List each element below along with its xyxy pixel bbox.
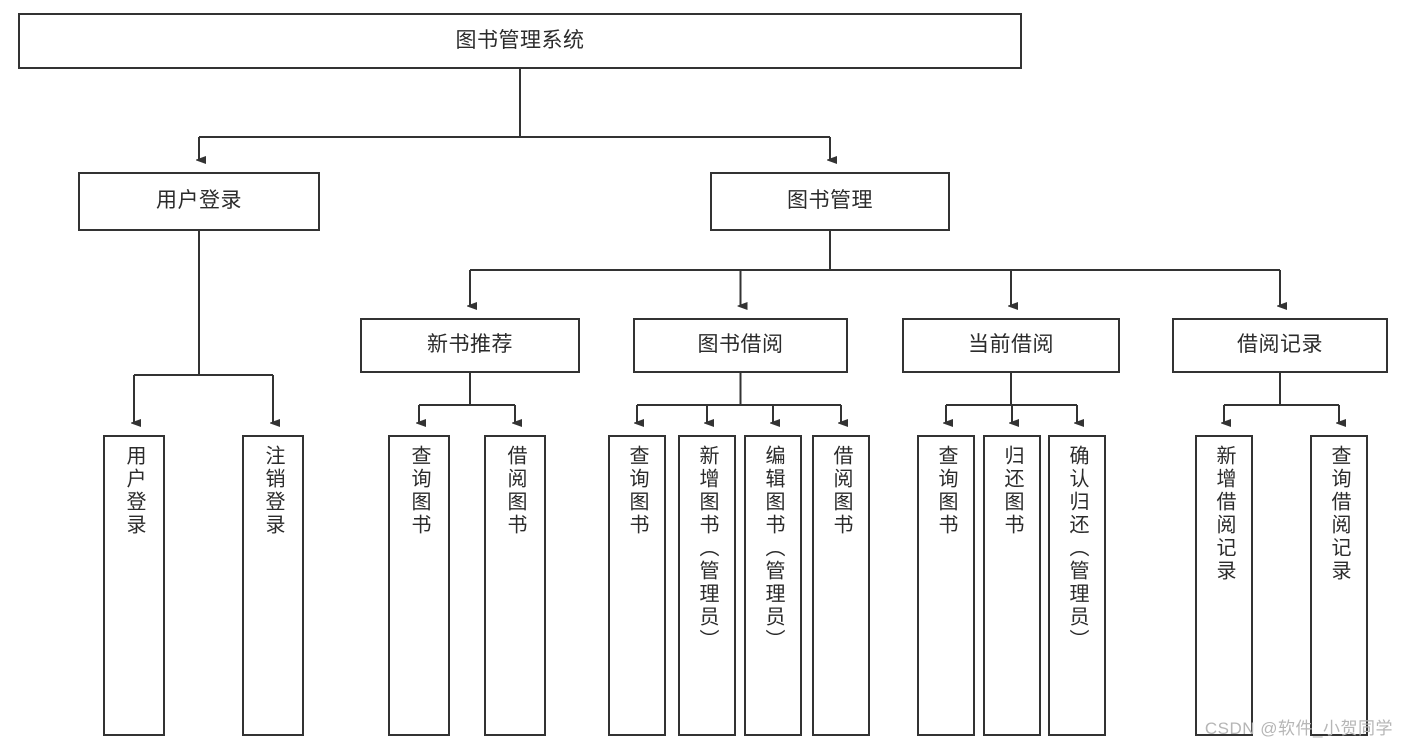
node-label: 用户登录 bbox=[156, 189, 242, 213]
node-book-manage[interactable]: 图书管理 bbox=[710, 172, 950, 231]
node-label: 用户登录 bbox=[123, 445, 145, 537]
node-borrow-record[interactable]: 借阅记录 bbox=[1172, 318, 1388, 373]
node-leaf-borrow-2[interactable]: 借阅图书 bbox=[812, 435, 870, 736]
node-label: 借阅图书 bbox=[830, 445, 852, 537]
node-label: 图书借阅 bbox=[697, 333, 784, 357]
node-label: 注销登录 bbox=[262, 445, 284, 537]
node-user-login[interactable]: 用户登录 bbox=[78, 172, 320, 231]
node-label: 图书管理系统 bbox=[455, 28, 585, 52]
node-label: 借阅图书 bbox=[504, 445, 526, 537]
node-book-borrow[interactable]: 图书借阅 bbox=[633, 318, 848, 373]
node-leaf-add-rec[interactable]: 新增借阅记录 bbox=[1195, 435, 1253, 736]
node-label: 新增借阅记录 bbox=[1213, 445, 1235, 583]
node-leaf-query-1[interactable]: 查询图书 bbox=[388, 435, 450, 736]
node-label: 查询借阅记录 bbox=[1328, 445, 1350, 583]
node-leaf-user-login[interactable]: 用户登录 bbox=[103, 435, 165, 736]
node-leaf-add-book[interactable]: 新增图书（管理员） bbox=[678, 435, 736, 736]
node-current-borrow[interactable]: 当前借阅 bbox=[902, 318, 1120, 373]
node-label: 查询图书 bbox=[626, 445, 648, 537]
node-label: 图书管理 bbox=[787, 189, 873, 213]
node-leaf-query-2[interactable]: 查询图书 bbox=[608, 435, 666, 736]
node-label: 查询图书 bbox=[408, 445, 430, 537]
node-leaf-query-rec[interactable]: 查询借阅记录 bbox=[1310, 435, 1368, 736]
node-label: 确认归还（管理员） bbox=[1066, 445, 1088, 652]
node-leaf-return[interactable]: 归还图书 bbox=[983, 435, 1041, 736]
node-label: 编辑图书（管理员） bbox=[762, 445, 784, 652]
node-label: 新增图书（管理员） bbox=[696, 445, 718, 652]
node-label: 借阅记录 bbox=[1237, 333, 1323, 357]
node-new-book-rec[interactable]: 新书推荐 bbox=[360, 318, 580, 373]
node-label: 归还图书 bbox=[1001, 445, 1023, 537]
node-label: 新书推荐 bbox=[427, 333, 513, 357]
node-leaf-edit-book[interactable]: 编辑图书（管理员） bbox=[744, 435, 802, 736]
node-leaf-query-3[interactable]: 查询图书 bbox=[917, 435, 975, 736]
node-leaf-confirm[interactable]: 确认归还（管理员） bbox=[1048, 435, 1106, 736]
csdn-watermark: CSDN @软件_小贺同学 bbox=[1204, 719, 1393, 738]
node-label: 查询图书 bbox=[935, 445, 957, 537]
node-leaf-borrow-1[interactable]: 借阅图书 bbox=[484, 435, 546, 736]
node-root[interactable]: 图书管理系统 bbox=[18, 13, 1022, 69]
node-leaf-logout[interactable]: 注销登录 bbox=[242, 435, 304, 736]
node-label: 当前借阅 bbox=[968, 333, 1054, 357]
